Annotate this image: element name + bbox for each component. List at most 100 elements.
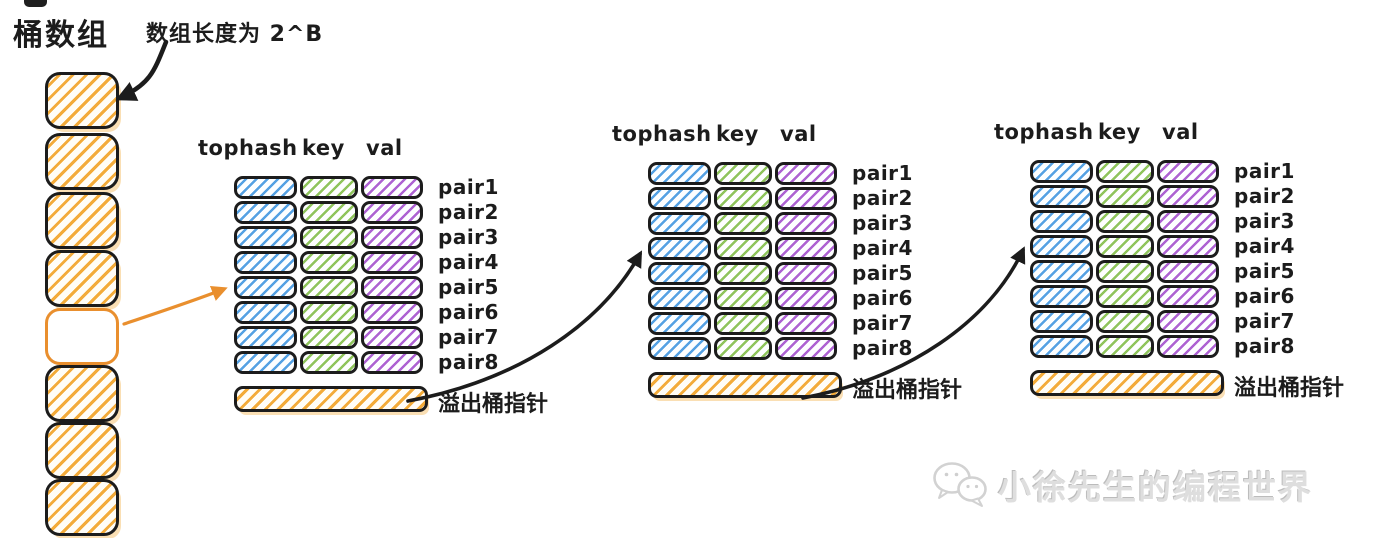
tophash-cell: [648, 187, 711, 210]
wechat-icon: [933, 462, 987, 507]
key-cell: [714, 287, 772, 310]
diagram-title: 桶数组: [13, 18, 109, 53]
tophash-cell: [1030, 310, 1093, 333]
pair-row: pair2: [234, 201, 499, 224]
pair-label: pair8: [1234, 334, 1295, 358]
bucket-4-highlighted: [45, 308, 119, 365]
pair-label: pair8: [438, 350, 499, 374]
key-cell: [714, 337, 772, 360]
val-cell: [361, 276, 423, 299]
col-header-tophash: tophash: [994, 120, 1094, 144]
key-cell: [300, 251, 358, 274]
key-cell: [300, 276, 358, 299]
bucket-3: [45, 250, 119, 307]
key-cell: [1096, 235, 1154, 258]
pair-grid: pair1 pair2 pair3 pair4 pair5 pair6 pair…: [648, 162, 913, 360]
bucket-table-3: tophash key val pair1 pair2 pair3 pair4 …: [994, 120, 1386, 420]
val-cell: [1157, 235, 1219, 258]
pair-label: pair2: [852, 186, 913, 210]
val-cell: [775, 162, 837, 185]
array-length-annotation: 数组长度为 2^B: [146, 22, 324, 47]
cropped-shape: [24, 0, 47, 7]
val-cell: [361, 326, 423, 349]
pair-row: pair8: [234, 351, 499, 374]
pair-row: pair6: [234, 301, 499, 324]
key-cell: [300, 326, 358, 349]
key-cell: [1096, 185, 1154, 208]
pair-label: pair5: [438, 275, 499, 299]
pair-row: pair7: [234, 326, 499, 349]
col-header-key: key: [302, 136, 345, 160]
tophash-cell: [234, 226, 297, 249]
pair-row: pair6: [648, 287, 913, 310]
pair-row: pair4: [234, 251, 499, 274]
pair-label: pair3: [852, 211, 913, 235]
val-cell: [775, 337, 837, 360]
pair-label: pair7: [1234, 309, 1295, 333]
tophash-cell: [1030, 210, 1093, 233]
val-cell: [361, 176, 423, 199]
key-cell: [300, 226, 358, 249]
key-cell: [1096, 310, 1154, 333]
tophash-cell: [234, 326, 297, 349]
col-header-key: key: [716, 122, 759, 146]
tophash-cell: [648, 337, 711, 360]
bucket-7: [45, 479, 119, 536]
tophash-cell: [234, 176, 297, 199]
overflow-pointer-label: 溢出桶指针: [438, 392, 549, 417]
pair-row: pair5: [1030, 260, 1295, 283]
val-cell: [775, 287, 837, 310]
pair-label: pair7: [438, 325, 499, 349]
tophash-cell: [1030, 335, 1093, 358]
bucket-6: [45, 422, 119, 479]
key-cell: [714, 262, 772, 285]
annotation-connector-arrow: [115, 39, 169, 101]
pair-label: pair6: [438, 300, 499, 324]
tophash-cell: [648, 287, 711, 310]
bucket-table-1: tophash key val pair1 pair2 pair3 pair4 …: [198, 136, 668, 436]
key-cell: [1096, 210, 1154, 233]
col-header-tophash: tophash: [612, 122, 712, 146]
tophash-cell: [1030, 160, 1093, 183]
val-cell: [1157, 335, 1219, 358]
key-cell: [1096, 260, 1154, 283]
tophash-cell: [648, 212, 711, 235]
overflow-bucket-pointer-cell: [648, 372, 842, 398]
col-header-val: val: [780, 122, 817, 146]
pair-label: pair5: [852, 261, 913, 285]
val-cell: [361, 226, 423, 249]
pair-label: pair3: [438, 225, 499, 249]
pair-label: pair1: [852, 161, 913, 185]
val-cell: [775, 312, 837, 335]
pair-row: pair1: [648, 162, 913, 185]
val-cell: [775, 187, 837, 210]
val-cell: [1157, 210, 1219, 233]
pair-row: pair2: [1030, 185, 1295, 208]
tophash-cell: [648, 262, 711, 285]
pair-label: pair7: [852, 311, 913, 335]
val-cell: [1157, 285, 1219, 308]
watermark-text: 小徐先生的编程世界: [998, 468, 1313, 507]
pair-row: pair4: [1030, 235, 1295, 258]
pair-label: pair3: [1234, 209, 1295, 233]
tophash-cell: [1030, 285, 1093, 308]
pair-row: pair6: [1030, 285, 1295, 308]
pair-row: pair4: [648, 237, 913, 260]
pair-row: pair1: [1030, 160, 1295, 183]
tophash-cell: [234, 276, 297, 299]
overflow-bucket-pointer-cell: [1030, 370, 1224, 396]
pair-label: pair6: [852, 286, 913, 310]
col-header-key: key: [1098, 120, 1141, 144]
val-cell: [361, 251, 423, 274]
bucket-2: [45, 192, 119, 249]
pair-row: pair8: [1030, 335, 1295, 358]
pair-row: pair1: [234, 176, 499, 199]
pair-row: pair8: [648, 337, 913, 360]
pair-row: pair7: [648, 312, 913, 335]
key-cell: [714, 162, 772, 185]
pair-label: pair4: [1234, 234, 1295, 258]
pair-row: pair2: [648, 187, 913, 210]
key-cell: [300, 351, 358, 374]
key-cell: [1096, 285, 1154, 308]
key-cell: [1096, 160, 1154, 183]
